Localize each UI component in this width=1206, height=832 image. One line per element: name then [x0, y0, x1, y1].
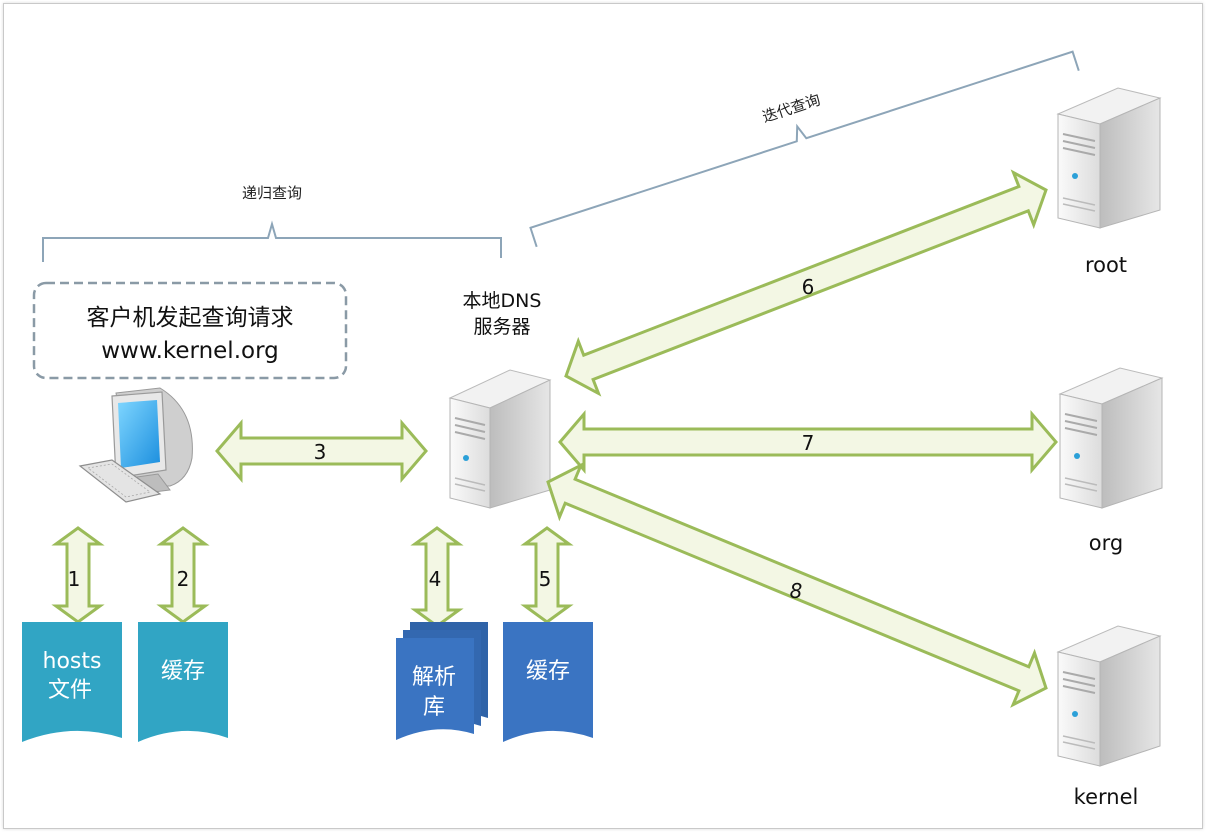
- diagram-frame: [3, 3, 1203, 829]
- hosts-file-document: hosts 文件: [22, 622, 122, 742]
- recursive-query-label: 递归查询: [242, 184, 302, 202]
- step-3-arrow: [215, 418, 428, 484]
- step-6-label: 6: [802, 275, 815, 299]
- hosts-file-label-line2: 文件: [48, 678, 92, 703]
- org-server-label: org: [1089, 531, 1123, 555]
- client-request-box: 客户机发起查询请求 www.kernel.org: [32, 281, 348, 380]
- client-computer-icon: [78, 387, 193, 503]
- step-3-label: 3: [314, 440, 327, 464]
- root-server-icon: [1056, 87, 1162, 229]
- local-dns-server-icon: [448, 369, 552, 509]
- step-8-label: 8: [790, 579, 803, 603]
- step-5-label: 5: [539, 567, 552, 591]
- step-7-label: 7: [802, 431, 815, 455]
- step-7-arrow: [558, 409, 1058, 475]
- dns-cache-document: 缓存: [503, 622, 593, 742]
- arrows-layer: [51, 169, 1058, 708]
- local-dns-label-line1: 本地DNS: [463, 290, 542, 312]
- org-server-icon: [1058, 367, 1164, 509]
- step-6-arrow: [564, 169, 1048, 397]
- client-cache-document: 缓存: [138, 622, 228, 742]
- step-8-arrow: [546, 462, 1048, 708]
- client-request-domain: www.kernel.org: [101, 338, 279, 364]
- kernel-server-icon: [1056, 625, 1162, 767]
- client-request-text: 客户机发起查询请求: [87, 305, 294, 331]
- resolve-database-label-line1: 解析: [412, 665, 456, 690]
- kernel-server-label: kernel: [1074, 785, 1139, 809]
- iterative-query-label: 迭代查询: [760, 91, 823, 127]
- dns-cache-label: 缓存: [526, 659, 570, 684]
- step-1-label: 1: [68, 567, 81, 591]
- client-cache-label: 缓存: [161, 659, 205, 684]
- recursive-query-brace: 递归查询: [42, 184, 502, 262]
- hosts-file-label-line1: hosts: [43, 649, 102, 674]
- local-dns-label-line2: 服务器: [473, 316, 530, 338]
- resolve-database-document-stack: 解析 库: [396, 622, 488, 740]
- resolve-database-label-line2: 库: [423, 695, 445, 720]
- step-2-label: 2: [177, 567, 190, 591]
- step-4-label: 4: [429, 567, 442, 591]
- root-server-label: root: [1085, 253, 1127, 277]
